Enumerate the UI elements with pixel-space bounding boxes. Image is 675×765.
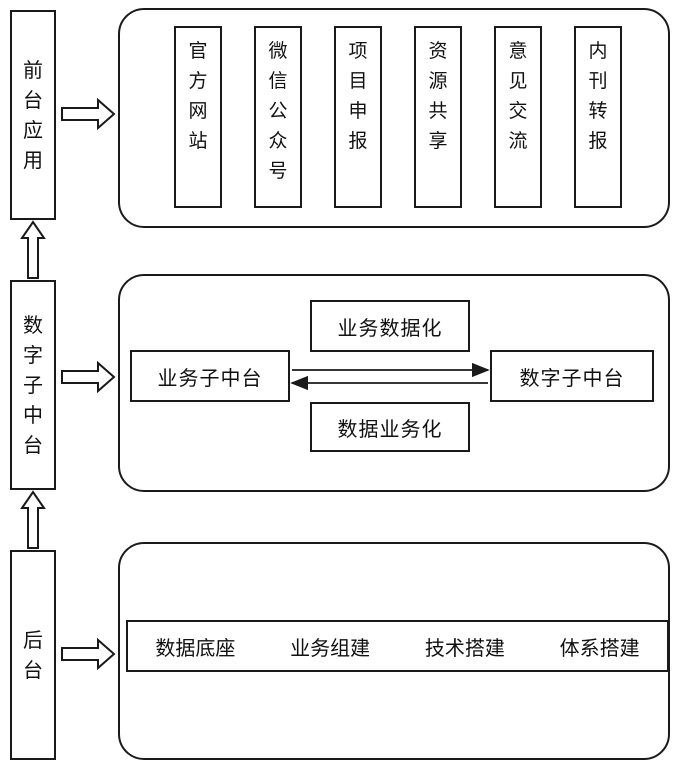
middle-right-box: 数字子中台 bbox=[490, 350, 654, 402]
layer-middle-label: 数字子中台 bbox=[12, 282, 54, 488]
layer-back-box: 后台 bbox=[10, 550, 56, 760]
arrow-middle-to-panel bbox=[61, 360, 116, 394]
arrow-back-to-middle bbox=[20, 490, 46, 549]
vertical-char: 申 bbox=[348, 100, 368, 122]
vertical-char: 台 bbox=[23, 658, 43, 682]
front-item-label: 官方网站 bbox=[176, 28, 220, 206]
front-panel bbox=[118, 8, 670, 228]
vertical-char: 目 bbox=[348, 70, 368, 92]
vertical-char: 刊 bbox=[588, 70, 608, 92]
back-item-technology: 技术搭建 bbox=[424, 635, 505, 660]
front-item-project: 项目申报 bbox=[334, 26, 382, 208]
layer-middle-box: 数字子中台 bbox=[10, 280, 56, 490]
back-panel bbox=[118, 542, 670, 760]
middle-bottom-flow-box: 数据业务化 bbox=[310, 402, 470, 452]
front-item-label: 项目申报 bbox=[336, 28, 380, 206]
middle-panel bbox=[118, 274, 670, 492]
vertical-char: 流 bbox=[508, 130, 528, 152]
vertical-char: 官 bbox=[188, 40, 208, 62]
vertical-char: 共 bbox=[428, 100, 448, 122]
front-item-resource: 资源共享 bbox=[414, 26, 462, 208]
arrow-front-to-panel bbox=[61, 97, 116, 131]
vertical-char: 报 bbox=[588, 130, 608, 152]
vertical-char: 台 bbox=[23, 88, 43, 112]
vertical-char: 信 bbox=[268, 70, 288, 92]
arrow-back-to-panel bbox=[61, 637, 116, 671]
back-item-system: 体系搭建 bbox=[559, 635, 640, 660]
vertical-char: 公 bbox=[268, 100, 288, 122]
vertical-char: 子 bbox=[23, 373, 43, 397]
front-item-website: 官方网站 bbox=[174, 26, 222, 208]
vertical-char: 内 bbox=[588, 40, 608, 62]
vertical-char: 报 bbox=[348, 130, 368, 152]
layer-front-label: 前台应用 bbox=[12, 12, 54, 218]
vertical-char: 项 bbox=[348, 40, 368, 62]
vertical-char: 资 bbox=[428, 40, 448, 62]
vertical-char: 网 bbox=[188, 100, 208, 122]
front-item-feedback: 意见交流 bbox=[494, 26, 542, 208]
vertical-char: 台 bbox=[23, 433, 43, 457]
middle-left-box: 业务子中台 bbox=[130, 350, 290, 402]
front-item-label: 微信公众号 bbox=[256, 28, 300, 206]
vertical-char: 微 bbox=[268, 40, 288, 62]
vertical-char: 中 bbox=[23, 403, 43, 427]
vertical-char: 方 bbox=[188, 70, 208, 92]
vertical-char: 数 bbox=[23, 313, 43, 337]
middle-top-flow-box: 业务数据化 bbox=[310, 300, 470, 352]
vertical-char: 意 bbox=[508, 40, 528, 62]
vertical-char: 号 bbox=[268, 160, 288, 182]
back-items-row: 数据底座 业务组建 技术搭建 体系搭建 bbox=[126, 620, 669, 672]
front-item-label: 资源共享 bbox=[416, 28, 460, 206]
vertical-char: 字 bbox=[23, 343, 43, 367]
layer-back-label: 后台 bbox=[12, 552, 54, 758]
front-item-label: 内刊转报 bbox=[576, 28, 620, 206]
vertical-char: 众 bbox=[268, 130, 288, 152]
front-item-journal: 内刊转报 bbox=[574, 26, 622, 208]
back-item-data-base: 数据底座 bbox=[155, 635, 236, 660]
vertical-char: 前 bbox=[23, 58, 43, 82]
vertical-char: 站 bbox=[188, 130, 208, 152]
vertical-char: 用 bbox=[23, 148, 43, 172]
back-item-business: 业务组建 bbox=[290, 635, 371, 660]
vertical-char: 见 bbox=[508, 70, 528, 92]
vertical-char: 后 bbox=[23, 628, 43, 652]
vertical-char: 交 bbox=[508, 100, 528, 122]
vertical-char: 转 bbox=[588, 100, 608, 122]
layer-front-box: 前台应用 bbox=[10, 10, 56, 220]
front-item-label: 意见交流 bbox=[496, 28, 540, 206]
vertical-char: 享 bbox=[428, 130, 448, 152]
front-item-wechat: 微信公众号 bbox=[254, 26, 302, 208]
vertical-char: 源 bbox=[428, 70, 448, 92]
arrow-middle-to-front bbox=[20, 220, 46, 279]
vertical-char: 应 bbox=[23, 118, 43, 142]
